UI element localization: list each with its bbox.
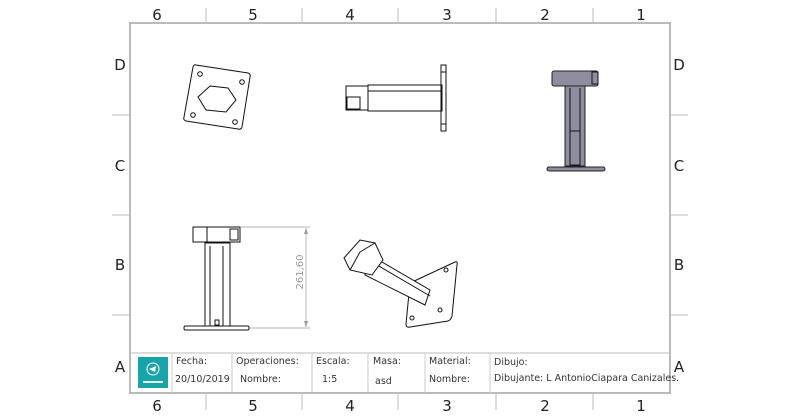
operaciones-label: Operaciones: (236, 356, 299, 367)
zone-col-2-bottom: 2 (540, 397, 550, 415)
fecha-label: Fecha: (176, 356, 207, 367)
dibujo-label: Dibujo: (494, 357, 528, 368)
front-view-dimensioned (183, 226, 310, 331)
masa-label: Masa: (373, 356, 401, 367)
dibujante-value: Dibujante: L AntonioCiapara Canizales. (494, 373, 679, 384)
operaciones-nombre: Nombre: (240, 374, 281, 385)
masa-value: asd (375, 376, 392, 387)
zone-row-c-left: C (115, 157, 125, 175)
material-nombre: Nombre: (429, 374, 470, 385)
zone-col-1-bottom: 1 (636, 397, 646, 415)
zone-col-6-top: 6 (152, 6, 162, 24)
title-block (130, 352, 670, 393)
company-logo (138, 357, 168, 388)
zone-col-6-bottom: 6 (152, 397, 162, 415)
dimension-height-label: 261,60 (295, 255, 306, 290)
escala-label: Escala: (316, 356, 350, 367)
zone-row-b-left: B (115, 256, 125, 274)
fecha-value: 20/10/2019 (175, 374, 230, 385)
zone-col-4-bottom: 4 (345, 397, 355, 415)
zone-row-c-right: C (674, 157, 684, 175)
escala-value: 1:5 (322, 374, 337, 385)
zone-ticks (112, 8, 688, 410)
top-view-plate (183, 64, 251, 130)
zone-col-5-bottom: 5 (248, 397, 258, 415)
zone-row-d-left: D (114, 56, 126, 74)
material-label: Material: (429, 356, 471, 367)
drawing-frame (129, 22, 671, 394)
isometric-view (343, 239, 458, 328)
zone-col-5-top: 5 (248, 6, 258, 24)
zone-col-3-top: 3 (442, 6, 452, 24)
zone-col-4-top: 4 (345, 6, 355, 24)
zone-row-d-right: D (673, 56, 685, 74)
zone-row-a-left: A (115, 358, 126, 376)
zone-col-3-bottom: 3 (442, 397, 452, 415)
zone-col-1-top: 1 (636, 6, 646, 24)
side-view-horizontal (345, 64, 447, 132)
zone-row-a-right: A (674, 358, 685, 376)
zone-row-b-right: B (674, 256, 684, 274)
shaded-front-view (546, 70, 606, 172)
zone-col-2-top: 2 (540, 6, 550, 24)
